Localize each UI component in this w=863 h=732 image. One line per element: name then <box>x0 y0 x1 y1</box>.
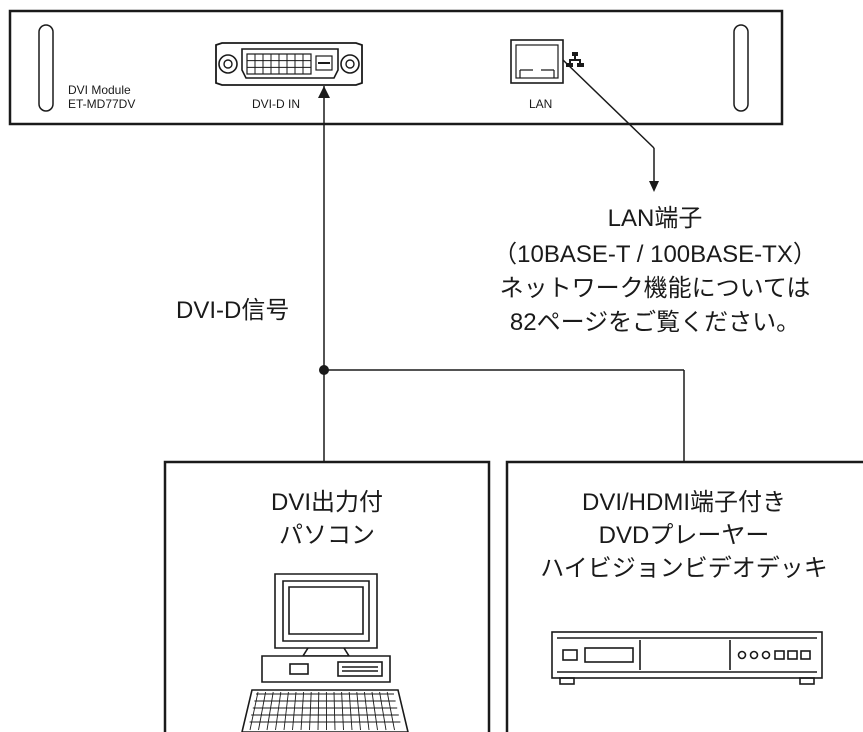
left-handle-slot <box>38 24 54 112</box>
av-label-line3: ハイビジョンビデオデッキ <box>540 555 828 582</box>
right-handle-slot <box>733 24 749 112</box>
av-label-line1: DVI/HDMI端子付き <box>582 489 786 516</box>
av-label-line2: DVDプレーヤー <box>599 522 770 549</box>
lan-note-line2: （10BASE-T / 100BASE-TX） <box>493 241 817 268</box>
lan-leader-line <box>562 59 659 192</box>
dvi-signal-line <box>318 86 685 462</box>
dvd-player-icon <box>551 631 823 685</box>
network-icon <box>566 52 584 67</box>
pc-label-line2: パソコン <box>279 522 375 549</box>
pc-device-box: DVI出力付 パソコン <box>163 460 491 732</box>
module-model: ET-MD77DV <box>68 97 135 111</box>
dvi-connector-icon <box>215 42 363 86</box>
lan-note-line1: LAN端子 <box>608 205 703 232</box>
av-device-box: DVI/HDMI端子付き DVDプレーヤー ハイビジョンビデオデッキ <box>505 460 863 732</box>
lan-note: LAN端子 （10BASE-T / 100BASE-TX） ネットワーク機能につ… <box>493 205 817 336</box>
lan-note-line4: 82ページをご覧ください。 <box>510 309 800 336</box>
lan-note-line3: ネットワーク機能については <box>500 275 811 302</box>
dvi-port-label: DVI-D IN <box>252 97 300 111</box>
lan-port-icon <box>510 39 564 84</box>
computer-icon <box>241 573 409 732</box>
pc-label-line1: DVI出力付 <box>271 489 383 516</box>
module-name: DVI Module <box>68 83 131 97</box>
signal-label: DVI-D信号 <box>176 297 289 324</box>
dvi-module-panel: DVI Module ET-MD77DV DVI-D IN <box>8 9 784 126</box>
lan-port-label: LAN <box>529 97 552 111</box>
